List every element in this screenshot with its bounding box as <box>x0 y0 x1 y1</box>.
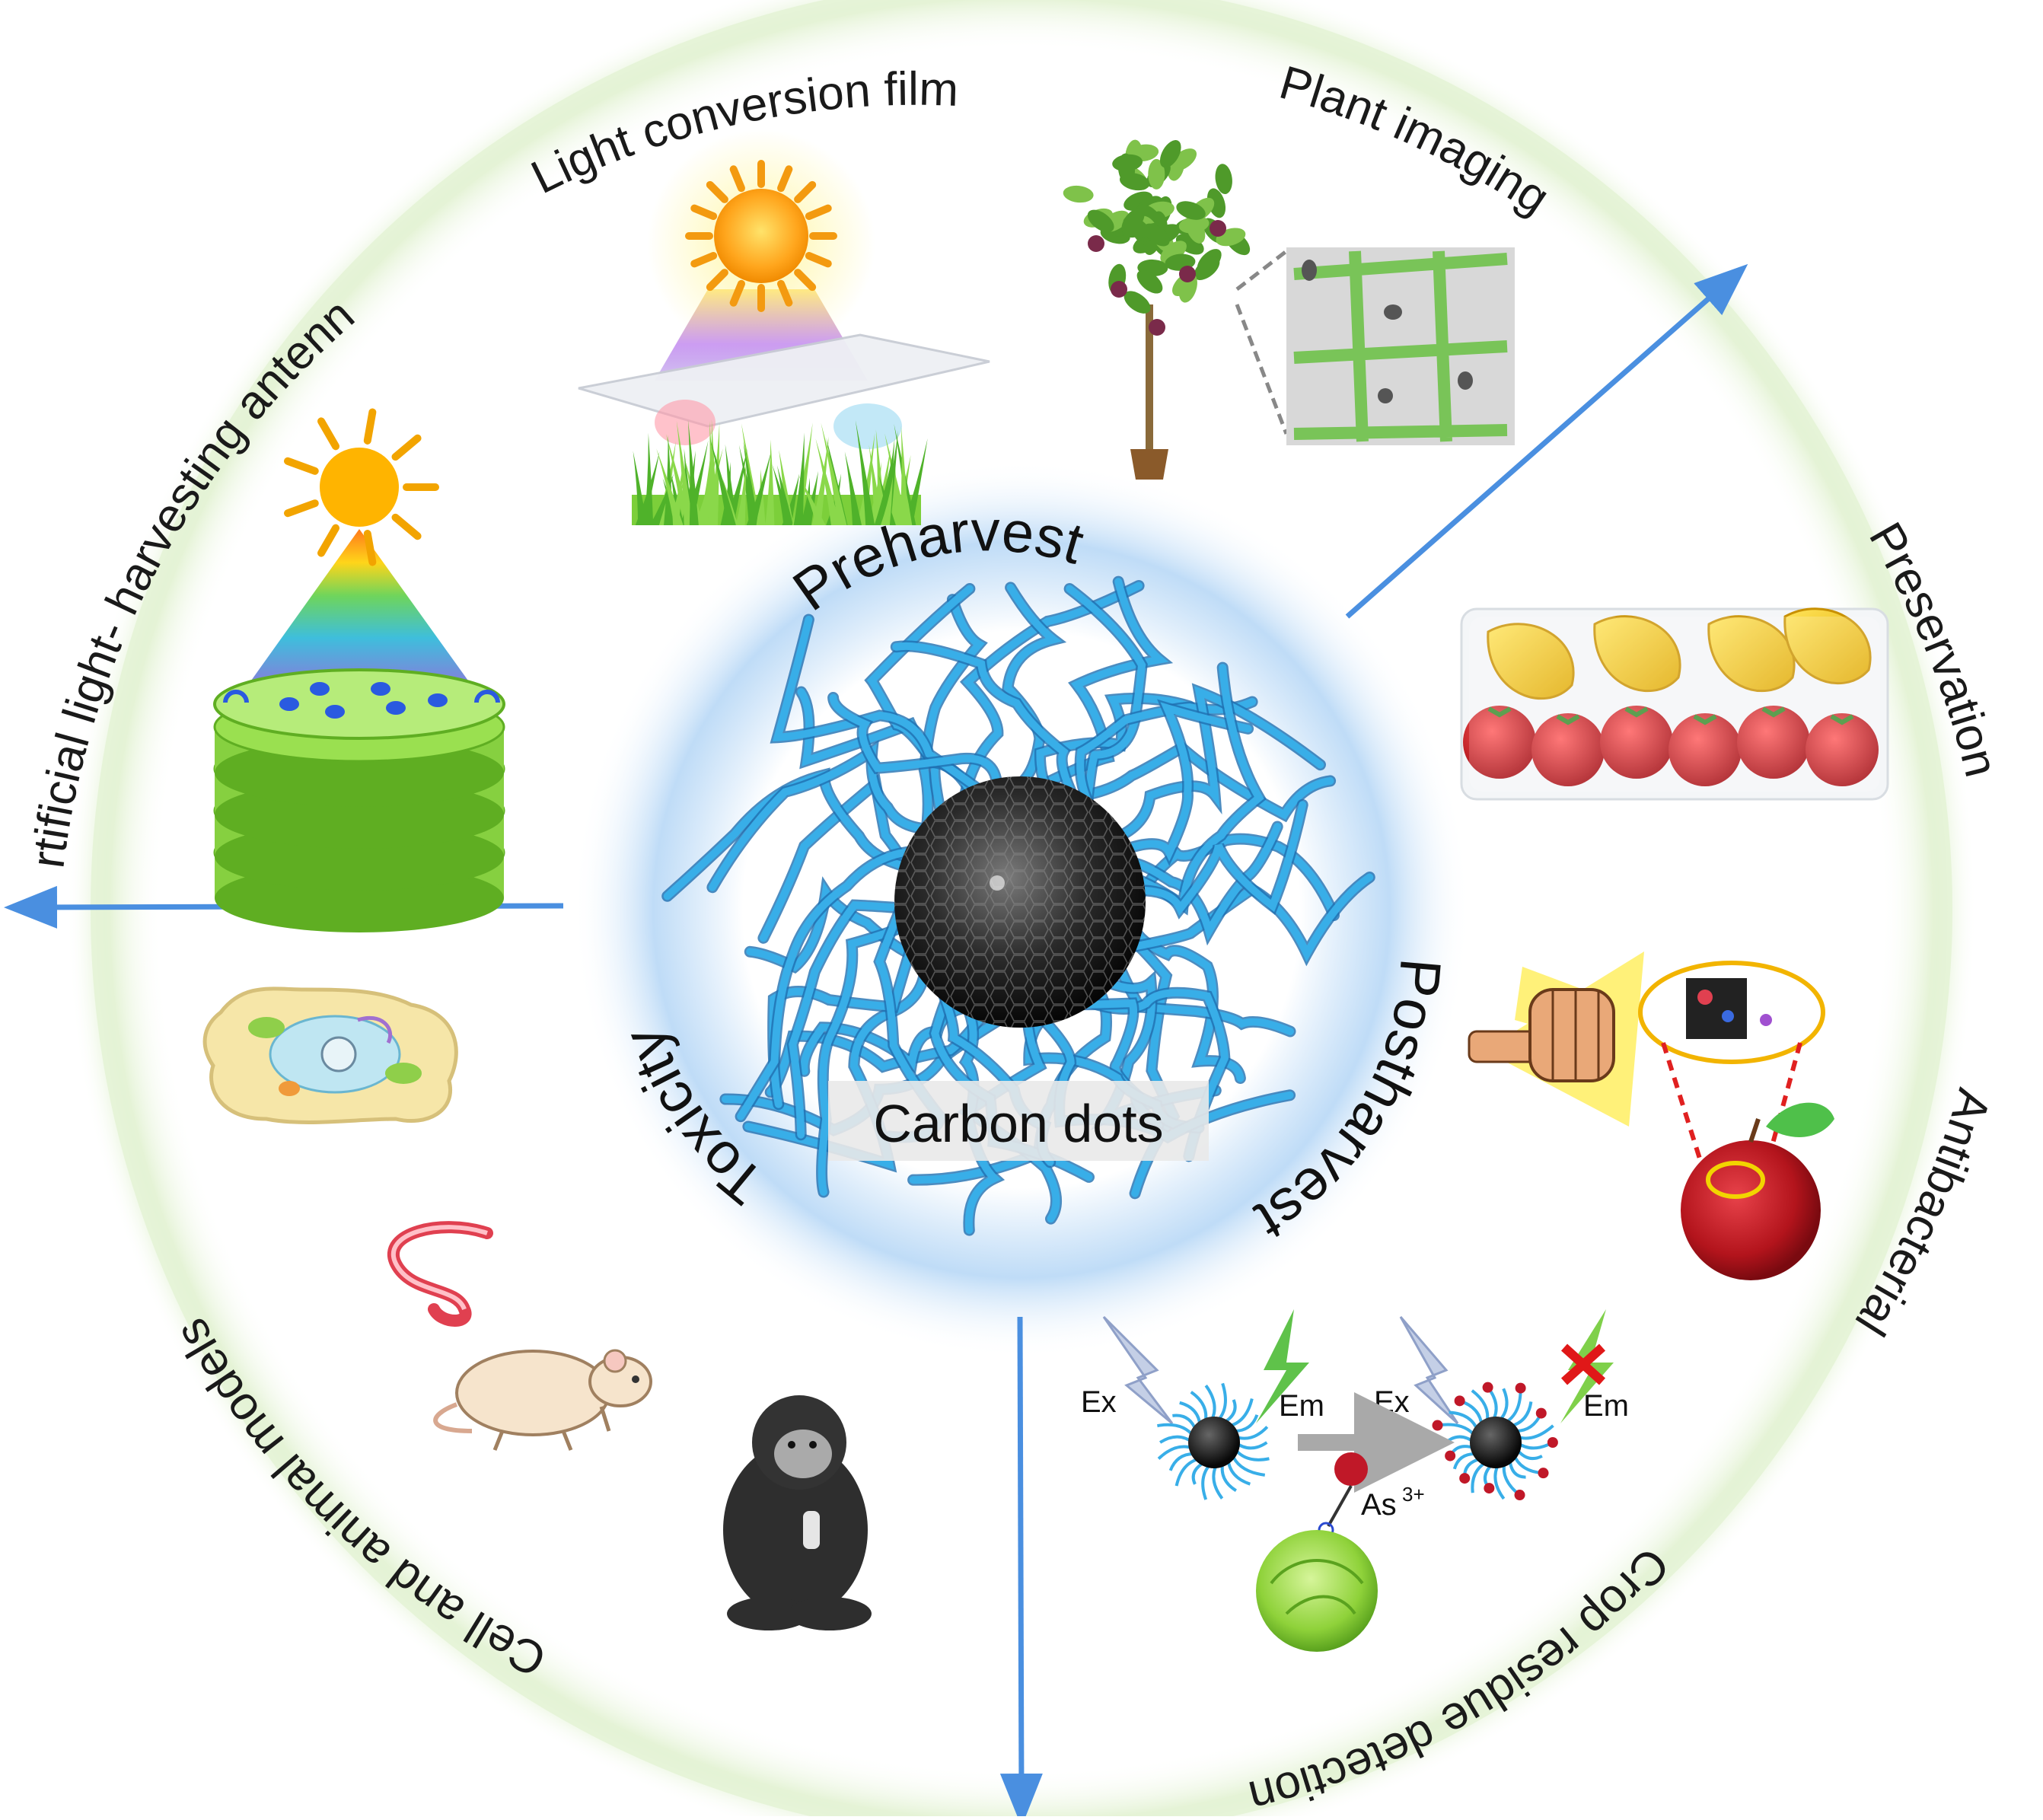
sun-icon-antenna <box>284 408 439 566</box>
sun-icon <box>685 160 837 312</box>
label-ion-charge: 3+ <box>1402 1483 1425 1506</box>
fruit-package-icon <box>1460 607 1889 801</box>
fist-icon <box>1468 951 1644 1127</box>
antibacterial-illustration <box>1468 951 1834 1280</box>
mouse-icon <box>433 1349 652 1451</box>
label-em-1: Em <box>1279 1389 1324 1423</box>
grass-icon <box>632 419 928 525</box>
antenna-cylinder-icon <box>213 408 505 932</box>
worm-icon <box>387 1221 493 1327</box>
toxicity-models <box>202 986 872 1630</box>
lightning-icon <box>1102 1309 1614 1425</box>
plant-imaging-illustration <box>1063 139 1515 480</box>
arrow-postharvest <box>999 1316 1043 1820</box>
chimpanzee-icon <box>723 1395 872 1630</box>
carbon-dots-title: Carbon dots <box>873 1094 1163 1153</box>
cabbage-icon <box>1256 1530 1378 1652</box>
label-ion: As <box>1361 1488 1397 1522</box>
carbon-dots-label: Carbon dots <box>828 1081 1209 1161</box>
label-ex-1: Ex <box>1081 1385 1117 1419</box>
tree-icon <box>1063 139 1251 480</box>
label-em-2: Em <box>1583 1389 1629 1423</box>
cells-icon <box>1286 247 1515 445</box>
carbon-dot-core <box>894 776 1146 1028</box>
arrow-preharvest <box>1345 263 1748 619</box>
label-ex-2: Ex <box>1374 1385 1410 1419</box>
apple-icon <box>1681 1102 1834 1280</box>
plant-cell-icon <box>202 986 458 1124</box>
light-conversion-film-illustration <box>578 129 990 525</box>
sensor-carbon-dots <box>1157 1382 1558 1501</box>
crop-residue-illustration: Ex Em Ex Em As 3+ <box>1081 1309 1629 1652</box>
